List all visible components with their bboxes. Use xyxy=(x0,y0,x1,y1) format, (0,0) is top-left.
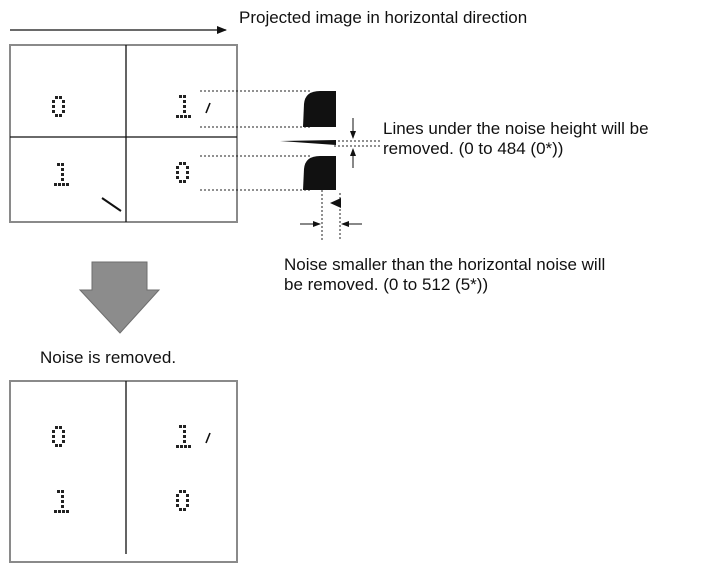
projection-noise-spike xyxy=(280,140,336,145)
horizontal-noise-marker xyxy=(330,198,341,208)
horizontal-noise-label-line1: Noise smaller than the horizontal noise … xyxy=(284,255,605,274)
noise-stroke-top xyxy=(205,102,211,114)
projection-profile-bottom xyxy=(303,156,336,190)
digit-zero-bottom-right xyxy=(176,490,189,511)
digit-zero-top-left xyxy=(52,96,65,117)
digit-zero-top-left xyxy=(52,426,65,447)
noise-stroke-diagonal xyxy=(101,197,122,212)
noise-stroke-top xyxy=(205,432,211,444)
down-arrow-icon xyxy=(78,261,161,334)
projection-profile-top xyxy=(303,91,336,127)
digit-one-top-right xyxy=(176,95,191,118)
noise-height-label-line1: Lines under the noise height will be xyxy=(383,119,649,138)
digit-one-top-right xyxy=(176,425,191,448)
after-panel xyxy=(9,380,238,563)
noise-removed-caption: Noise is removed. xyxy=(40,348,176,367)
digit-one-bottom-left xyxy=(54,163,69,186)
horizontal-noise-label-line2: be removed. (0 to 512 (5*)) xyxy=(284,275,488,294)
before-panel xyxy=(9,44,238,223)
digit-zero-bottom-right xyxy=(176,162,189,183)
direction-label: Projected image in horizontal direction xyxy=(239,8,527,27)
digit-one-bottom-left xyxy=(54,490,69,513)
noise-height-label-line2: removed. (0 to 484 (0*)) xyxy=(383,139,563,158)
